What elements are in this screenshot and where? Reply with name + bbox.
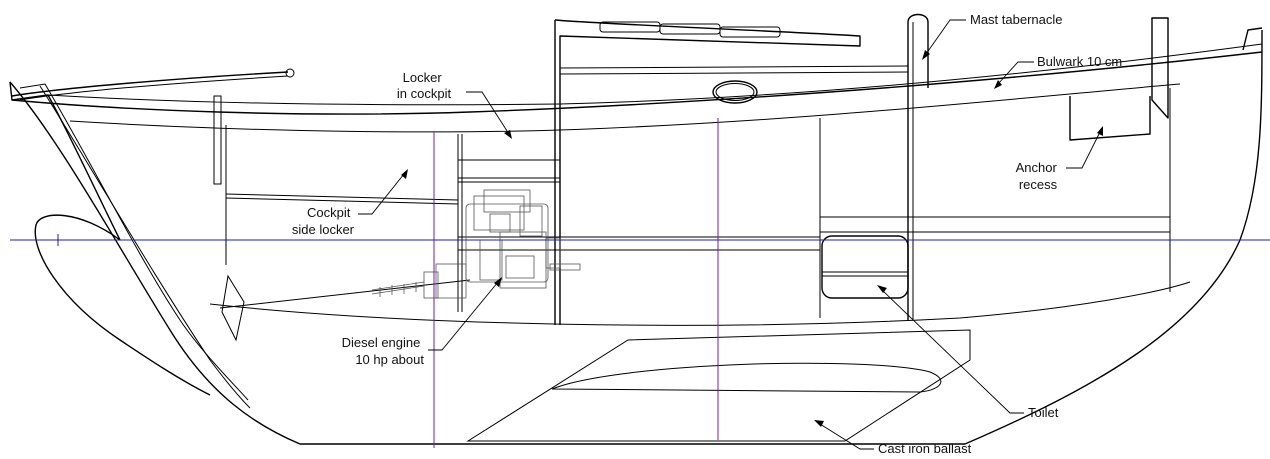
label-mast-tabernacle: Mast tabernacle	[970, 12, 1063, 27]
leader-cockpit-side-locker	[358, 169, 408, 215]
diesel-engine	[371, 189, 581, 299]
label-cockpit-side-locker: Cockpit side locker	[292, 205, 355, 237]
anchor-recess-box	[1069, 96, 1151, 141]
cockpit-seat-2	[225, 197, 459, 205]
tiller	[11, 71, 289, 97]
bow-top	[1242, 27, 1263, 51]
stern-inner	[19, 83, 249, 401]
leader-bulwark	[994, 61, 1034, 89]
mast-tabernacle	[907, 13, 929, 320]
tiller-lower	[19, 75, 289, 101]
leader-mast-tabernacle	[922, 19, 966, 60]
rudder	[221, 274, 245, 342]
ballast-keel	[466, 329, 971, 442]
label-diesel-engine: Diesel engine 10 hp about	[342, 335, 425, 367]
label-cast-iron-ballast: Cast iron ballast	[878, 441, 972, 456]
stern-transom	[9, 81, 211, 396]
hatch-top-3	[719, 26, 781, 38]
label-anchor-recess-line1: Anchor	[1016, 160, 1058, 175]
cabin-window-line-2	[559, 71, 909, 75]
label-cockpit-side-locker-line1: Cockpit	[307, 205, 351, 220]
porthole-inner	[715, 83, 755, 101]
tank-forward	[819, 216, 1171, 233]
label-locker-in-cockpit-line1: Locker	[403, 70, 443, 85]
anchor-locker	[1151, 17, 1169, 119]
label-anchor-recess-line2: recess	[1019, 177, 1058, 192]
label-anchor-recess: Anchor recess	[1016, 160, 1061, 192]
leader-anchor-recess	[1066, 126, 1103, 169]
cabin-sole	[209, 281, 1191, 326]
prop-shaft	[219, 279, 471, 309]
ballast-inner-line	[551, 362, 942, 393]
sheer-line	[11, 51, 1263, 115]
label-locker-in-cockpit-line2: in cockpit	[397, 86, 452, 101]
leader-toilet	[877, 285, 1024, 414]
cockpit-seat	[225, 193, 459, 201]
label-locker-in-cockpit: Locker in cockpit	[397, 70, 452, 101]
cabin-top	[554, 19, 861, 325]
label-diesel-engine-line2: 10 hp about	[355, 352, 424, 367]
leader-locker-cockpit	[466, 91, 512, 139]
leader-cast-iron-ballast	[814, 420, 874, 450]
cabin-window-line	[559, 65, 909, 69]
toilet	[821, 235, 909, 299]
tiller-knob	[285, 68, 295, 78]
label-diesel-engine-line1: Diesel engine	[342, 335, 421, 350]
stern-post	[213, 95, 222, 185]
porthole	[712, 80, 758, 104]
label-bulwark: Bulwark 10 cm	[1037, 54, 1122, 69]
stern-rail	[39, 85, 251, 409]
inner-deck-line	[69, 83, 1181, 133]
leader-diesel-engine	[428, 277, 502, 351]
tank-aft	[457, 236, 821, 251]
deck-line	[47, 43, 1263, 106]
label-cockpit-side-locker-line2: side locker	[292, 222, 355, 237]
label-toilet: Toilet	[1028, 405, 1059, 420]
